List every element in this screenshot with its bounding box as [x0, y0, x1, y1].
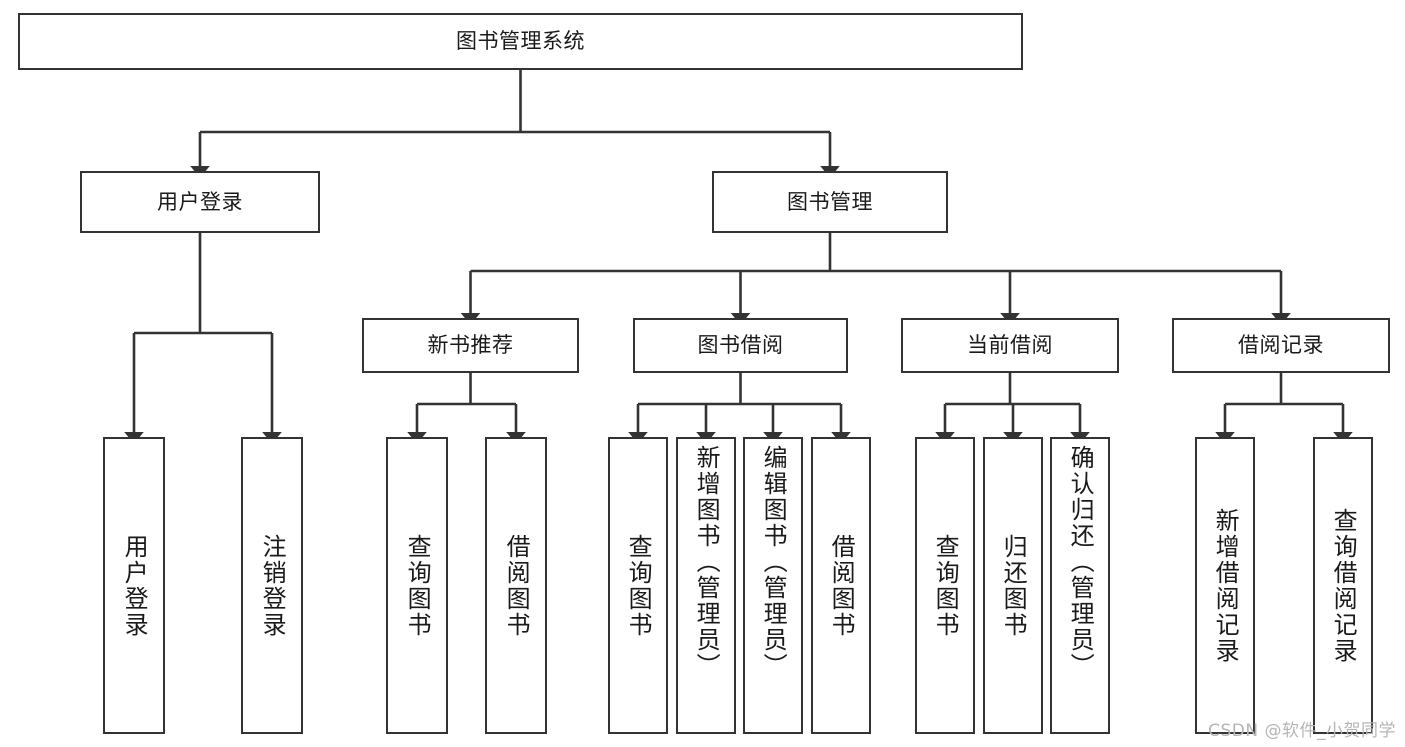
node-leaf-query-book-borrow[interactable]: 查询图书	[608, 437, 668, 734]
node-book-manage[interactable]: 图书管理	[712, 171, 948, 233]
node-root[interactable]: 图书管理系统	[18, 13, 1023, 70]
watermark-text: CSDN @软件_小贺同学	[1208, 721, 1396, 741]
node-leaf-add-record[interactable]: 新增借阅记录	[1195, 437, 1255, 734]
node-label-leaf-borrow-book: 借阅图书	[827, 533, 856, 638]
node-current-borrow[interactable]: 当前借阅	[901, 318, 1119, 373]
node-label-leaf-query-book-rec: 查询图书	[403, 533, 432, 638]
node-leaf-user-login[interactable]: 用户登录	[103, 437, 165, 734]
node-leaf-return-book[interactable]: 归还图书	[983, 437, 1043, 734]
node-label-leaf-confirm-return: 确认归还（管理员）	[1066, 445, 1095, 679]
node-leaf-edit-book[interactable]: 编辑图书（管理员）	[743, 437, 803, 734]
node-label-leaf-edit-book: 编辑图书（管理员）	[759, 445, 788, 679]
node-label-leaf-query-book-cur: 查询图书	[931, 533, 960, 638]
node-leaf-add-book[interactable]: 新增图书（管理员）	[676, 437, 736, 734]
node-label-current-borrow: 当前借阅	[967, 333, 1053, 358]
node-user-login[interactable]: 用户登录	[80, 171, 320, 233]
node-label-new-book-rec: 新书推荐	[427, 333, 514, 358]
node-leaf-confirm-return[interactable]: 确认归还（管理员）	[1050, 437, 1110, 734]
node-label-book-borrow: 图书借阅	[697, 333, 784, 358]
node-leaf-query-book-cur[interactable]: 查询图书	[915, 437, 975, 734]
node-book-borrow[interactable]: 图书借阅	[633, 318, 848, 373]
node-label-root: 图书管理系统	[456, 29, 585, 54]
node-label-borrow-record: 借阅记录	[1238, 333, 1324, 358]
node-label-leaf-add-record: 新增借阅记录	[1211, 507, 1240, 664]
node-leaf-borrow-book-rec[interactable]: 借阅图书	[485, 437, 547, 734]
node-borrow-record[interactable]: 借阅记录	[1172, 318, 1390, 373]
node-leaf-query-book-rec[interactable]: 查询图书	[386, 437, 448, 734]
node-label-leaf-add-book: 新增图书（管理员）	[692, 445, 721, 679]
node-leaf-borrow-book[interactable]: 借阅图书	[811, 437, 871, 734]
node-leaf-query-record[interactable]: 查询借阅记录	[1313, 437, 1373, 734]
node-label-leaf-query-book-borrow: 查询图书	[624, 533, 653, 638]
node-label-leaf-borrow-book-rec: 借阅图书	[502, 533, 531, 638]
node-leaf-logout[interactable]: 注销登录	[241, 437, 303, 734]
node-label-leaf-query-record: 查询借阅记录	[1329, 507, 1358, 664]
node-label-book-manage: 图书管理	[787, 189, 873, 214]
node-new-book-rec[interactable]: 新书推荐	[362, 318, 579, 373]
node-label-user-login: 用户登录	[157, 189, 243, 214]
node-label-leaf-user-login: 用户登录	[120, 533, 149, 638]
node-label-leaf-return-book: 归还图书	[999, 533, 1028, 638]
node-label-leaf-logout: 注销登录	[258, 533, 287, 638]
